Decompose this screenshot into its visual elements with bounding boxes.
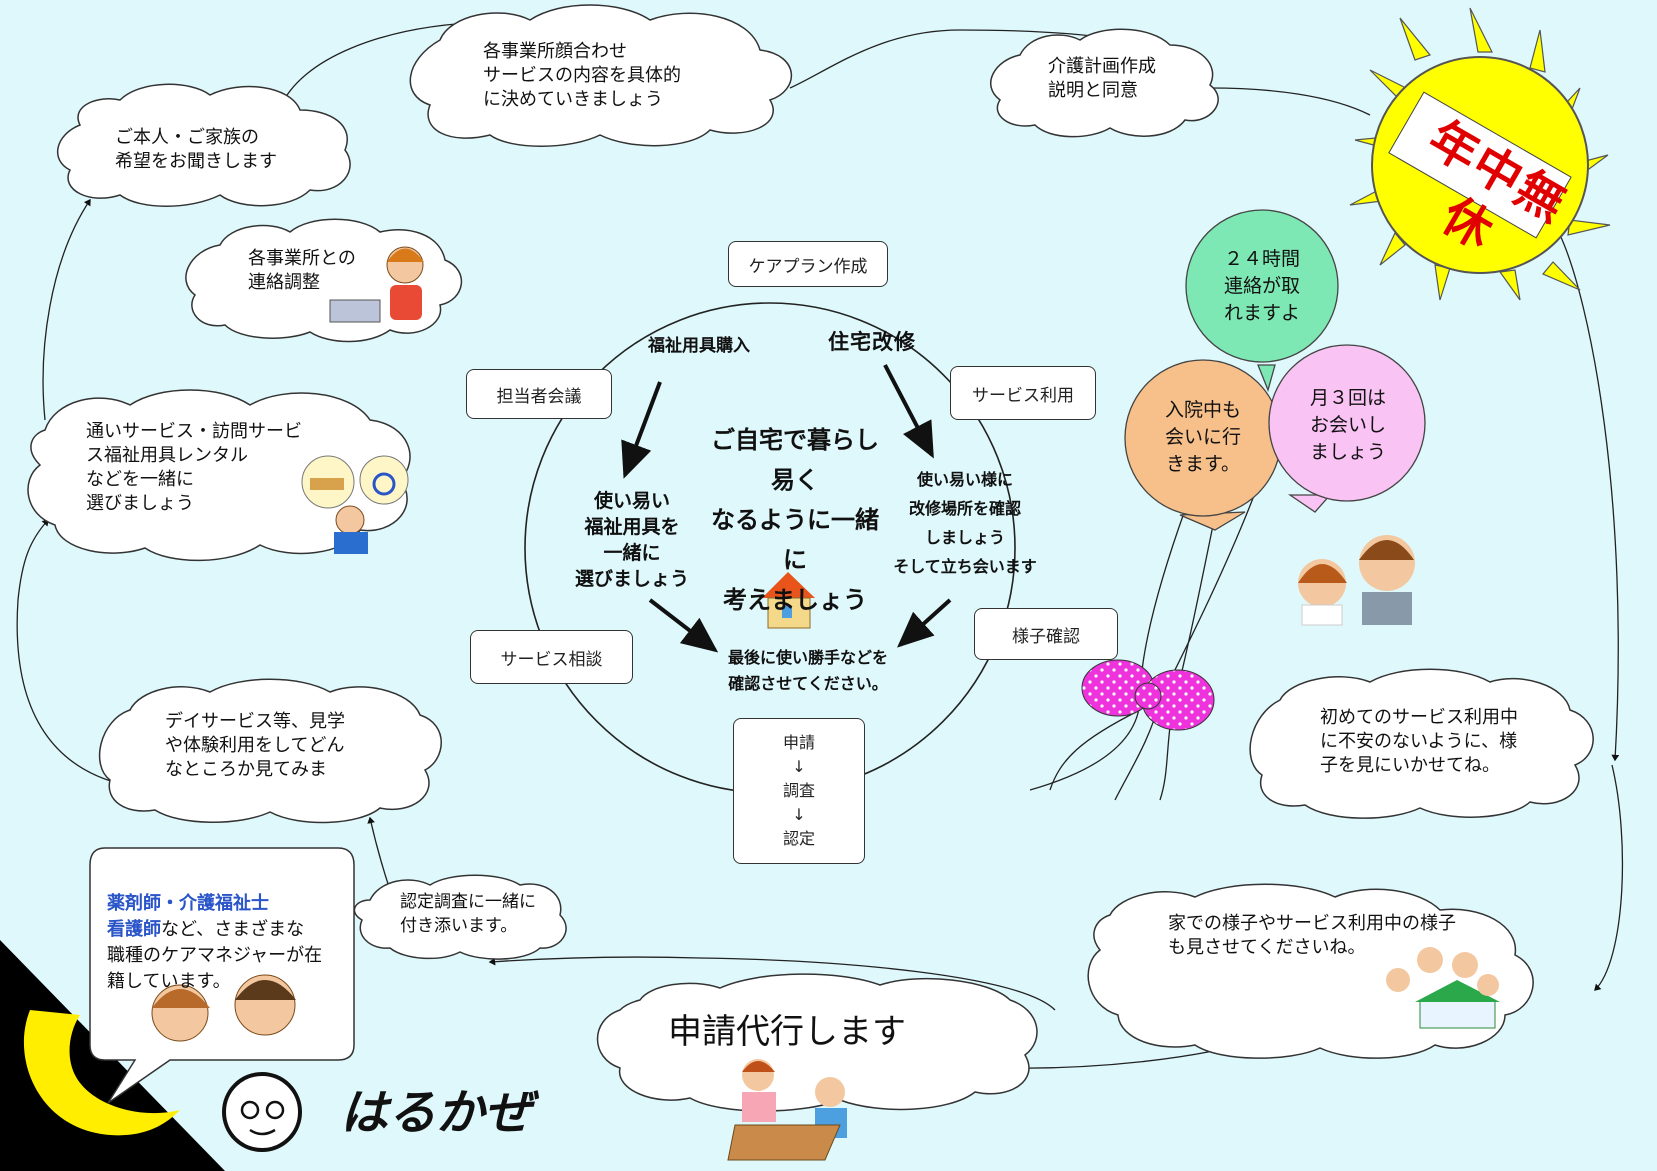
sun-icon xyxy=(1349,7,1611,301)
staff-note-rest: など、さまざまな 職種のケアマネジャーが在 籍しています。 xyxy=(107,919,323,992)
cloud-hope-text: ご本人・ご家族の 希望をお聞きします xyxy=(115,127,277,172)
apply-flow-box: 申請 ↓ 調査 ↓ 認定 xyxy=(733,718,865,864)
house-icon xyxy=(762,572,815,629)
couple-icon xyxy=(1298,535,1415,626)
family-house-icon xyxy=(1386,947,1500,1029)
equipment-icon xyxy=(301,455,409,554)
balloon-green-text: ２４時間 連絡が取 れますよ xyxy=(1223,248,1300,324)
center-message: ご自宅で暮らし易く なるように一緒に 考えましょう xyxy=(711,426,879,614)
cloud-first-use-text: 初めてのサービス利用中 に不安のないように、様 子を見にいかせてね。 xyxy=(1320,707,1518,776)
balloon-pink-text: 月３回は お会いし ましょう xyxy=(1309,387,1386,463)
tantousha-box: 担当者会議 xyxy=(466,369,612,419)
cloud-careplan-explain xyxy=(989,28,1219,138)
renovation-check-label: 使い易い様に 改修場所を確認 しましょう そして立ち会います xyxy=(893,470,1037,576)
cloud-survey xyxy=(353,874,567,960)
moon-icon xyxy=(23,1010,181,1136)
staff-note: 薬剤師・介護福祉士 看護師など、さまざまな 職種のケアマネジャーが在 籍していま… xyxy=(107,865,347,995)
careplan-box: ケアプラン作成 xyxy=(728,241,888,287)
service-consult-box: サービス相談 xyxy=(470,630,633,684)
operator-icon xyxy=(329,246,424,323)
cloud-shapes xyxy=(27,4,1594,1112)
cloud-meeting xyxy=(409,4,793,147)
arrow-to-final-right xyxy=(897,598,952,648)
cloud-careplan-explain-text: 介護計画作成 説明と同意 xyxy=(1048,56,1156,101)
cloud-choose-text: 通いサービス・訪問サービ ス福祉用具レンタル などを一緒に 選びましょう xyxy=(86,421,302,514)
balloon-shapes xyxy=(1124,209,1426,531)
final-check-label: 最後に使い勝手などを 確認させてください。 xyxy=(727,648,888,693)
staff-faces-icon xyxy=(151,974,296,1042)
arrow-to-final-left xyxy=(648,598,719,653)
consultation-icon xyxy=(727,1059,847,1161)
welfare-purchase-label: 福祉用具購入 xyxy=(648,336,750,356)
cloud-dayservice xyxy=(98,678,442,824)
cloud-first-use xyxy=(1249,668,1594,819)
home-renovation-label: 住宅改修 xyxy=(828,330,916,354)
bow-icon xyxy=(1081,659,1215,731)
cloud-home-view-text: 家での様子やサービス利用中の様子 も見させてくださいね。 xyxy=(1168,913,1456,958)
staff-note-highlight: 薬剤師・介護福祉士 看護師 xyxy=(107,893,269,940)
status-check-box: 様子確認 xyxy=(974,608,1118,660)
cloud-application-text: 申請代行します xyxy=(668,1012,906,1052)
cloud-dayservice-text: デイサービス等、見学 や体験利用をしてどん なところか見てみま xyxy=(165,711,345,780)
cloud-meeting-text: 各事業所顔合わせ サービスの内容を具体的 に決めていきましょう xyxy=(483,41,681,110)
logo-text: はるかぜ xyxy=(340,1085,533,1141)
cloud-hope xyxy=(56,83,351,207)
cloud-choose xyxy=(27,389,411,562)
cloud-liaison-text: 各事業所との 連絡調整 xyxy=(248,248,356,293)
staff-speech-bubble xyxy=(89,847,355,1104)
cloud-application xyxy=(596,973,1038,1112)
service-use-box: サービス利用 xyxy=(950,366,1096,420)
choose-equipment-label: 使い易い 福祉用具を 一緒に 選びましょう xyxy=(574,490,689,590)
arrow-to-renovation xyxy=(883,364,934,459)
balloon-orange-text: 入院中も 会いに行 きます。 xyxy=(1164,399,1241,475)
arrow-to-equipment xyxy=(621,381,662,479)
cloud-survey-text: 認定調査に一緒に 付き添います。 xyxy=(400,892,536,936)
logo-icon xyxy=(222,1072,302,1152)
